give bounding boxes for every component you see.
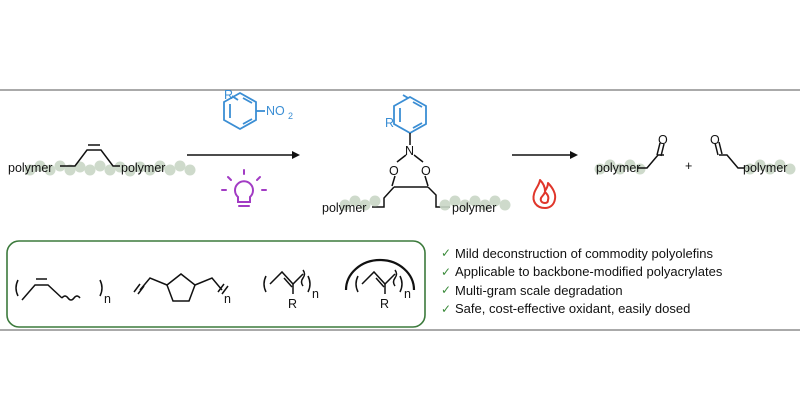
reaction-arrow-2: [512, 151, 578, 159]
benefit-text: Applicable to backbone-modified polyacry…: [455, 264, 723, 280]
intermediate-bead-chain: [339, 195, 511, 211]
checkmark-icon: ✓: [441, 246, 452, 261]
benefit-item: ✓ Applicable to backbone-modified polyac…: [441, 263, 796, 282]
polymer-label-left: polymer: [8, 161, 52, 175]
product-bead-chain-1: [594, 159, 646, 175]
benefit-item: ✓ Safe, cost-effective oxidant, easily d…: [441, 300, 796, 319]
ring-o-right-label: O: [421, 164, 431, 178]
checkmark-icon: ✓: [441, 301, 452, 316]
intermediate-aryl-ring: [393, 94, 427, 135]
product-plus: +: [685, 159, 692, 173]
ring-o-left-label: O: [389, 164, 399, 178]
benefit-item: ✓ Multi-gram scale degradation: [441, 281, 796, 300]
benefit-item: ✓ Mild deconstruction of commodity polyo…: [441, 244, 796, 263]
scope-polymer-1: [15, 278, 103, 301]
scope-polymer-3: [263, 269, 311, 294]
scope-r-3: R: [288, 297, 297, 311]
scope-n-4: n: [404, 287, 411, 301]
scope-n-1: n: [104, 292, 111, 306]
product-polymer-2: polymer: [743, 161, 787, 175]
scope-n-3: n: [312, 287, 319, 301]
intermediate-polymer-right: polymer: [452, 201, 496, 215]
scope-polymer-4: [344, 258, 416, 294]
reagent-no-label: NO: [266, 104, 285, 118]
substrate-scope-box: [6, 240, 426, 328]
scope-polymer-2: [133, 273, 229, 302]
reaction-arrow-1: [187, 151, 300, 159]
reagent-r-label: R: [224, 88, 233, 102]
aldehyde-1-o: O: [658, 133, 668, 147]
scope-r-4: R: [380, 297, 389, 311]
light-bulb-icon: [221, 169, 267, 207]
nitroarene-reagent: [223, 91, 265, 131]
polymer-label-right: polymer: [121, 161, 165, 175]
flame-icon: [532, 179, 557, 209]
benefit-text: Multi-gram scale degradation: [455, 282, 623, 298]
checkmark-icon: ✓: [441, 264, 452, 279]
alkene-chain: [60, 149, 120, 167]
dioxazolidine-ring: [372, 133, 450, 208]
aldehyde-2-o: O: [710, 133, 720, 147]
intermediate-polymer-left: polymer: [322, 201, 366, 215]
product-bead-chain-2: [744, 159, 796, 175]
aldehyde-1: [637, 142, 665, 169]
benefit-text: Mild deconstruction of commodity polyole…: [455, 245, 713, 261]
scope-n-2: n: [224, 292, 231, 306]
starting-polyolefin: polymer polymer: [8, 144, 196, 177]
polymer-bead-chain: [24, 160, 196, 177]
product-polymer-1: polymer: [596, 161, 640, 175]
intermediate-r-label: R: [385, 116, 394, 130]
ring-n-label: N: [405, 144, 414, 158]
benefits-list: ✓ Mild deconstruction of commodity polyo…: [441, 244, 796, 318]
checkmark-icon: ✓: [441, 283, 452, 298]
reagent-no2-subscript: 2: [288, 111, 293, 121]
benefit-text: Safe, cost-effective oxidant, easily dos…: [455, 301, 691, 317]
